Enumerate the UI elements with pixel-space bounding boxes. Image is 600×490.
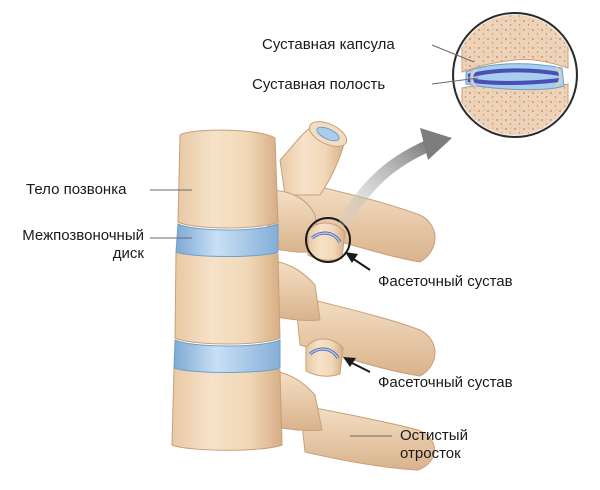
arrow-pointer-icon [343, 252, 371, 373]
top-articular-process [279, 121, 348, 196]
label-spinous-process-line1: Остистый [400, 427, 468, 444]
label-vertebral-body: Тело позвонка [26, 181, 127, 198]
label-joint-capsule: Суставная капсула [262, 36, 395, 53]
leader-lines [150, 44, 479, 437]
label-joint-cavity: Суставная полость [252, 76, 386, 93]
label-intervertebral-disc-line1: Межпозвоночный [22, 227, 144, 244]
label-facet-joint-upper: Фасеточный сустав [378, 273, 513, 290]
facet-joint-upper [307, 222, 346, 261]
vertebral-bodies [171, 129, 283, 451]
label-facet-joint-lower: Фасеточный сустав [378, 374, 513, 391]
magnified-joint-inset [452, 12, 578, 138]
facet-joint-lower [305, 338, 344, 377]
label-spinous-process-line2: отросток [400, 445, 461, 462]
label-intervertebral-disc: Межпозвоночный диск [14, 227, 144, 263]
label-intervertebral-disc-line2: диск [112, 245, 144, 262]
label-spinous-process: Остистый отросток [400, 427, 468, 463]
facet-highlight-circle [305, 217, 351, 263]
spinous-processes [291, 179, 436, 471]
curved-arrow-icon [339, 128, 452, 226]
intervertebral-discs [173, 223, 281, 373]
